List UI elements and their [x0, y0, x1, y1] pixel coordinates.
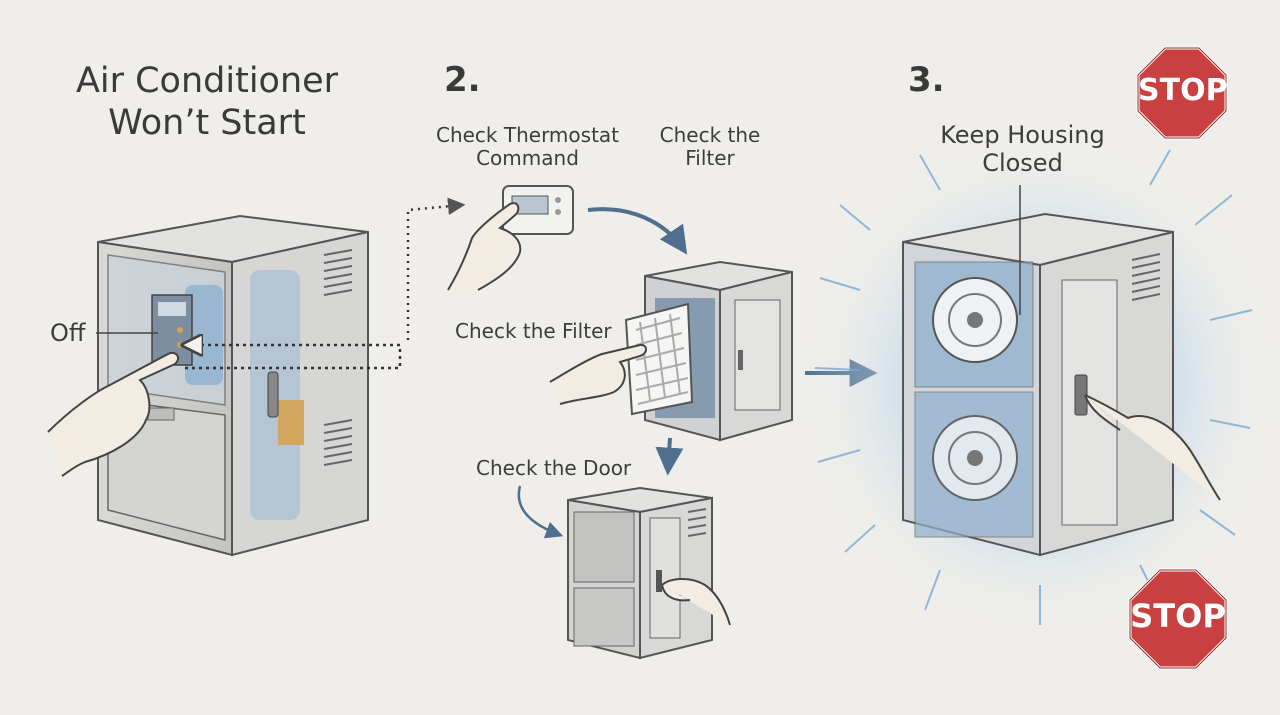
dotted-return-arrow [185, 345, 402, 370]
arrow-to-filter-unit [587, 207, 688, 255]
ac-unit-closed [902, 212, 1174, 557]
stop-sign-icon [1136, 46, 1228, 140]
diagram-title: Air Conditioner Won’t Start [75, 61, 339, 143]
step-2-number: 2. [444, 60, 481, 100]
hand-door-icon [661, 578, 731, 626]
filter-icon [624, 302, 694, 416]
glow-rays [814, 149, 1253, 625]
check-door-curve-arrow [517, 485, 564, 539]
stop-sign-bottom-icon [1128, 568, 1228, 670]
check-filter-top-label: Check the Filter [659, 123, 761, 170]
hand-housing-icon [1084, 394, 1221, 501]
ac-unit-left [97, 214, 369, 557]
blower-fan-icon [932, 277, 1018, 501]
check-thermostat-label: Check Thermostat Command [435, 123, 620, 170]
hand-pointer-icon [47, 352, 179, 477]
arrow-to-door-unit [655, 437, 684, 476]
dotted-to-thermostat-arrow [406, 197, 466, 340]
keep-housing-closed-label: Keep Housing Closed [940, 121, 1105, 177]
check-door-label: Check the Door [476, 456, 632, 480]
ac-unit-door [567, 486, 713, 660]
hand-filter-icon [549, 343, 647, 405]
stop-sign-top-text: STOP [1138, 73, 1228, 108]
step-3-number: 3. [908, 60, 945, 100]
off-label: Off [50, 319, 86, 347]
stop-sign-bottom-text: STOP [1130, 597, 1226, 635]
hand-thermostat-icon [447, 202, 522, 291]
check-filter-label: Check the Filter [455, 319, 612, 343]
